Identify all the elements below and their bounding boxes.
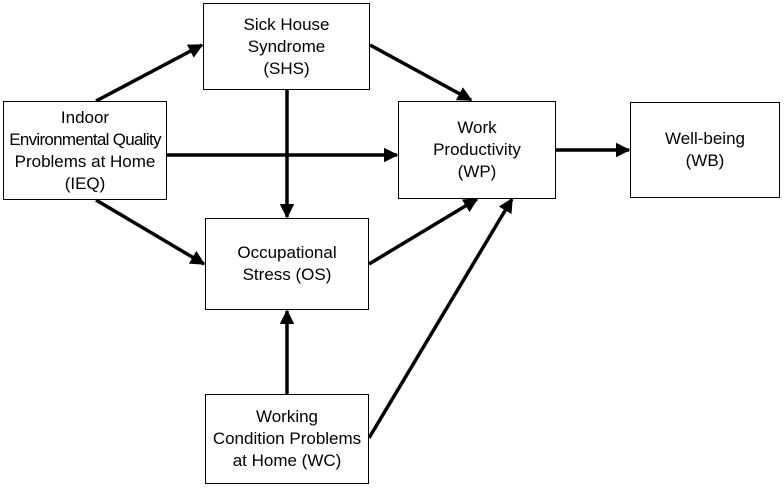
node-occupational-stress: Occupational Stress (OS) [205,218,369,310]
node-ieq-line-4: (IEQ) [64,173,106,193]
node-shs-line-2: Syndrome [247,36,326,56]
node-working-condition-problems: Working Condition Problems at Home (WC) [205,394,369,484]
node-shs-line-1: Sick House [243,14,330,34]
arrow-shs-to-wp [369,43,473,102]
node-ieq-line-3: Problems at Home [14,151,156,171]
node-wc-line-1: Working [255,407,319,426]
node-ieq-line-2: Environmental Quality [9,129,161,149]
node-well-being: Well-being (WB) [630,102,780,198]
arrow-ieq-to-os [95,198,206,266]
node-ieq-line-1: Indoor [60,107,110,127]
node-work-productivity: Work Productivity (WP) [398,101,556,199]
arrow-wc-to-wp [367,197,514,439]
node-wc-line-2: Condition Problems [212,429,362,448]
node-wp-line-1: Work [457,118,497,137]
node-wc-line-3: at Home (WC) [232,451,342,470]
node-wb-line-1: Well-being [664,129,745,148]
node-wb-line-2: (WB) [685,151,725,170]
node-wp-line-2: Productivity [433,140,521,159]
arrow-ieq-to-shs [95,43,204,103]
node-indoor-environmental-quality: Indoor Environmental Quality Problems at… [3,101,167,200]
node-os-line-2: Stress (OS) [242,265,332,284]
node-shs-line-3: (SHS) [263,58,310,78]
node-os-line-1: Occupational [237,243,337,262]
arrow-os-to-wp [368,197,479,266]
node-wp-line-3: (WP) [457,162,497,181]
node-sick-house-syndrome: Sick House Syndrome (SHS) [203,3,370,90]
